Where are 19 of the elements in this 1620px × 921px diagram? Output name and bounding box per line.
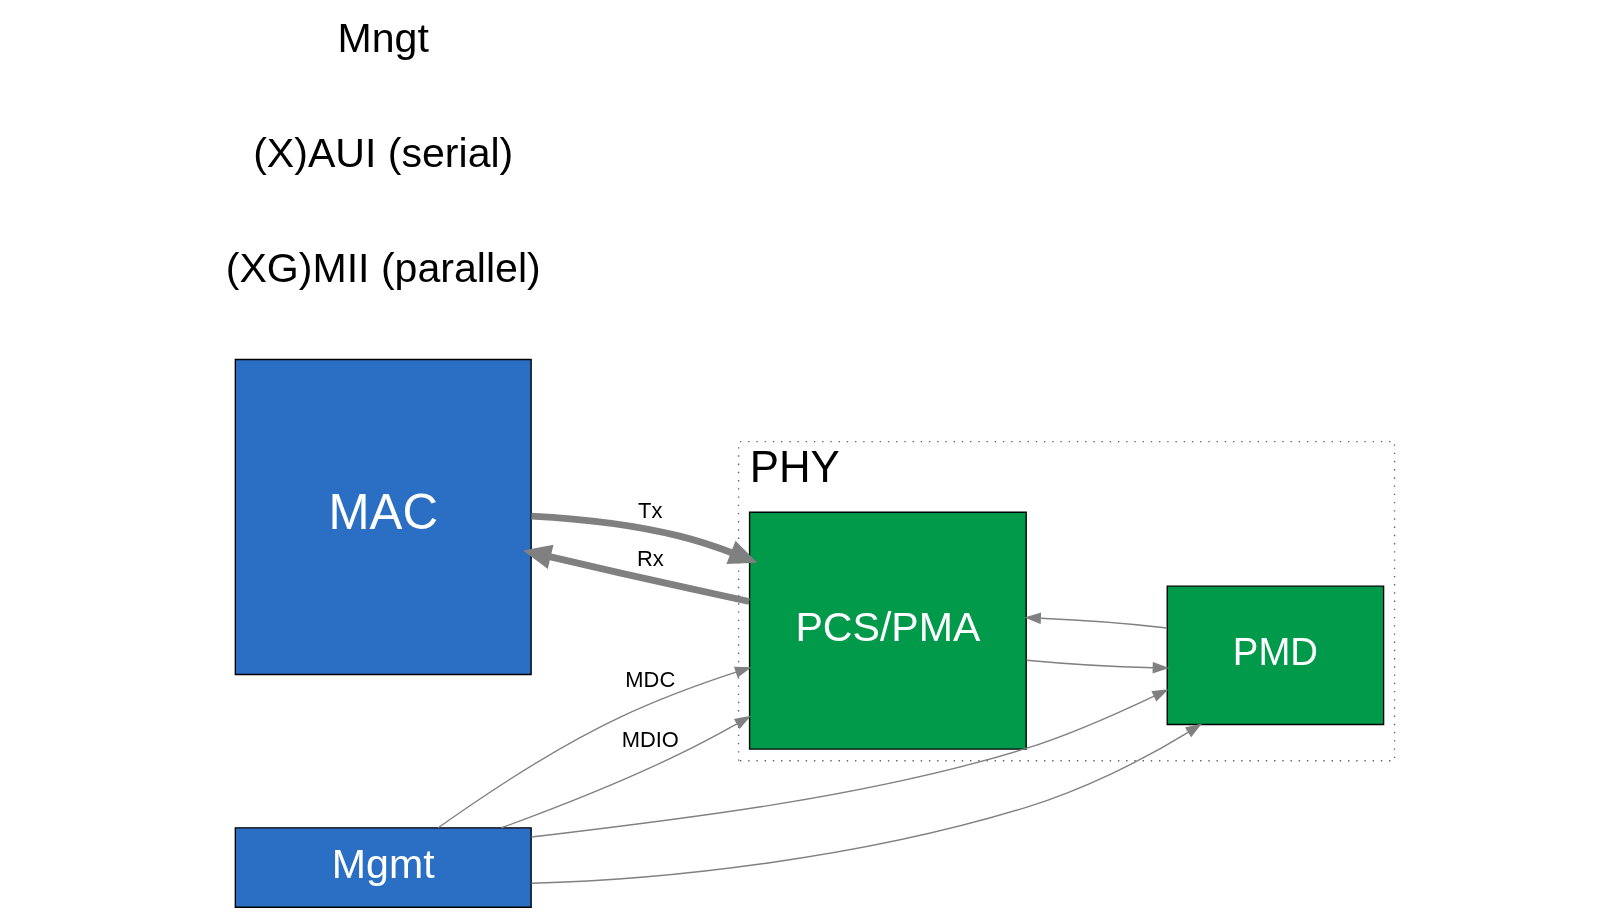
- arrow: [1023, 612, 1168, 629]
- node-box: PCS/PMA: [748, 511, 1027, 750]
- edge-label: MDC: [624, 666, 675, 692]
- node-box: PMD: [1166, 585, 1384, 726]
- edge-label: MDIO: [621, 726, 679, 752]
- arrow: [530, 689, 1169, 838]
- label: (X)AUI (serial): [252, 130, 513, 177]
- edge-label: Tx: [637, 498, 662, 524]
- arrow: [522, 544, 750, 605]
- arrow: [436, 666, 751, 829]
- label: Mngt: [337, 15, 429, 62]
- edge-label: Rx: [636, 546, 664, 572]
- arrow: [530, 723, 1202, 884]
- arrow: [530, 512, 757, 564]
- node-box: MAC: [234, 358, 532, 676]
- node-box: Mgmt: [234, 827, 532, 908]
- arrow: [500, 715, 751, 829]
- arrow: [1025, 659, 1169, 674]
- label: (XG)MII (parallel): [225, 245, 541, 292]
